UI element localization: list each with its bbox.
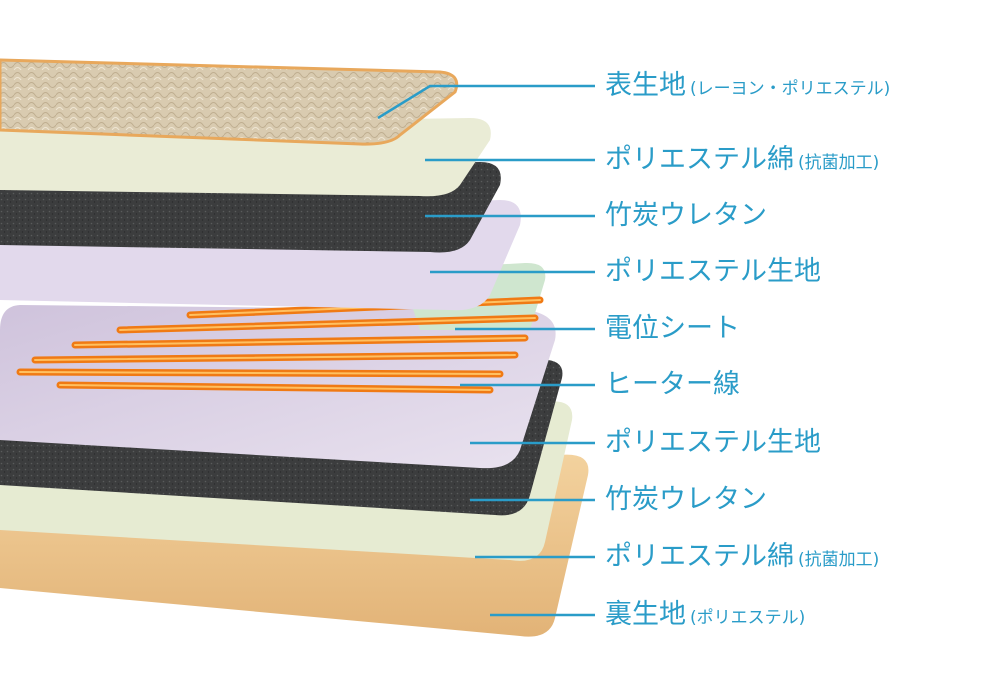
leader-lines xyxy=(377,84,595,617)
callout-label: 表生地 xyxy=(605,70,686,101)
callout-label: ポリエステル生地 xyxy=(605,256,821,287)
callout-poly-fabric-top: ポリエステル生地 xyxy=(605,258,821,285)
callout-label: 竹炭ウレタン xyxy=(605,200,767,231)
callout-label: ポリエステル生地 xyxy=(605,427,821,458)
callout-note: (抗菌加工) xyxy=(798,153,880,173)
callout-label: 裏生地 xyxy=(605,599,686,630)
callout-poly-cotton-bottom: ポリエステル綿(抗菌加工) xyxy=(605,543,879,570)
callout-label: 電位シート xyxy=(605,313,740,344)
callout-note: (抗菌加工) xyxy=(798,550,880,570)
callout-poly-cotton-top: ポリエステル綿(抗菌加工) xyxy=(605,146,879,173)
callout-note: (ポリエステル) xyxy=(690,608,806,628)
callout-heater-wire: ヒーター線 xyxy=(605,371,740,398)
callout-label: ヒーター線 xyxy=(605,369,740,400)
surface-fabric-layer xyxy=(0,58,459,146)
callout-note: (レーヨン・ポリエステル) xyxy=(690,79,891,99)
callout-bamboo-urethane-bottom: 竹炭ウレタン xyxy=(605,486,767,513)
callout-poly-fabric-bottom: ポリエステル生地 xyxy=(605,429,821,456)
callout-bamboo-urethane-top: 竹炭ウレタン xyxy=(605,202,767,229)
callout-surface: 表生地(レーヨン・ポリエステル) xyxy=(605,72,890,99)
leader-surface xyxy=(377,84,595,120)
callout-potential-sheet: 電位シート xyxy=(605,315,740,342)
callout-back: 裏生地(ポリエステル) xyxy=(605,601,805,628)
callout-label: 竹炭ウレタン xyxy=(605,484,767,515)
callout-label: ポリエステル綿 xyxy=(605,541,794,572)
callout-label: ポリエステル綿 xyxy=(605,144,794,175)
